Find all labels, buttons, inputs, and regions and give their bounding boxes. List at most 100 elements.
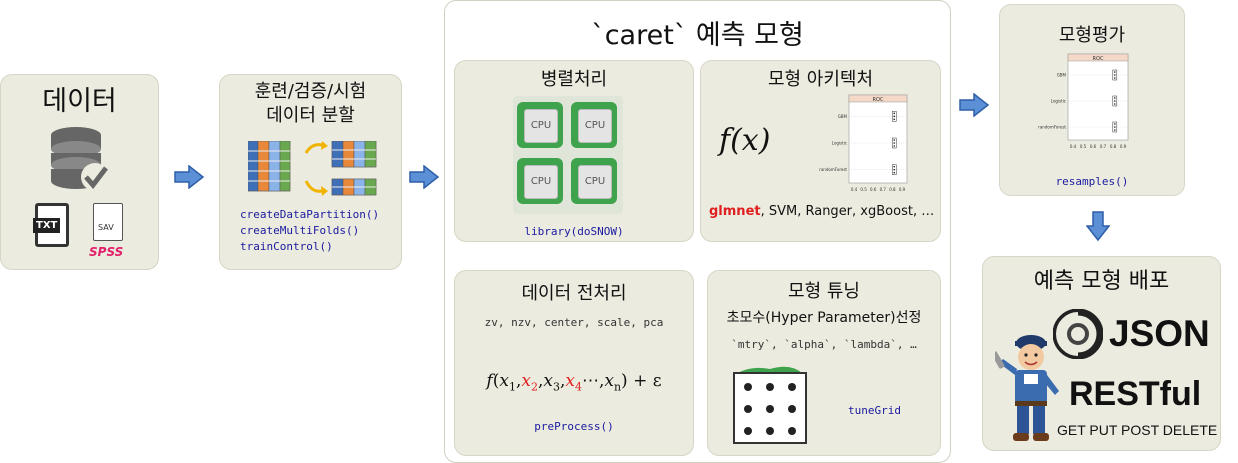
- cpu-chip-icon: CPU: [571, 158, 617, 204]
- mini-chart-point: [1114, 74, 1116, 76]
- preprocess-box: 데이터 전처리 zv, nzv, center, scale, pca f(x1…: [454, 270, 694, 456]
- formula-var: x: [499, 371, 509, 391]
- tuning-box: 모형 튜닝 초모수(Hyper Parameter)선정 `mtry`, `al…: [707, 270, 941, 456]
- txt-file-icon: TXT: [33, 203, 69, 247]
- cpu-grid: CPU CPU CPU CPU: [513, 96, 623, 214]
- split-box: 훈련/검증/시험 데이터 분할: [219, 74, 402, 270]
- data-box: 데이터 TXT SAV SPSS: [0, 74, 159, 270]
- mini-chart-box: [891, 164, 897, 175]
- mini-chart-point: [1114, 77, 1116, 79]
- split-function-2: createMultiFolds(): [240, 224, 360, 237]
- cpu-chip-icon: CPU: [571, 102, 617, 148]
- mini-chart-tick-label: 0.8: [889, 187, 896, 192]
- mini-chart-point: [1114, 129, 1116, 131]
- mini-chart-point: [893, 142, 896, 144]
- mini-chart-point: [1114, 103, 1116, 105]
- mini-chart-point: [893, 112, 896, 115]
- json-label: JSON: [1109, 313, 1210, 354]
- sav-file-icon: SAV: [93, 203, 123, 241]
- mini-chart-tick-label: 0.9: [1120, 144, 1127, 149]
- formula-var: x: [604, 371, 614, 391]
- mini-chart-box: [891, 111, 897, 122]
- preprocess-options: zv, nzv, center, scale, pca: [484, 316, 664, 329]
- formula-var: x: [543, 371, 553, 391]
- mini-chart-point: [893, 171, 896, 174]
- mini-chart-model-label: GBM: [838, 114, 848, 119]
- mini-chart-point: [1114, 97, 1116, 99]
- mini-chart-model-label: Logistic: [832, 141, 847, 146]
- mini-chart-point: [893, 115, 896, 118]
- mini-chart-title: ROC: [1093, 56, 1104, 62]
- spss-label: SPSS: [89, 245, 124, 259]
- formula-tail: + ε: [633, 371, 662, 391]
- arrow-icon: [959, 93, 990, 117]
- mini-chart-point: [893, 168, 896, 171]
- formula-var: x: [565, 371, 575, 391]
- mini-chart-tick-label: 0.7: [1100, 144, 1107, 149]
- tuning-subtitle: 초모수(Hyper Parameter)선정: [726, 310, 922, 326]
- mini-chart-tick-label: 0.5: [1080, 144, 1087, 149]
- mini-chart-point: [893, 139, 896, 141]
- deploy-title: 예측 모형 배포: [1033, 269, 1170, 294]
- restful-label: RESTful: [1069, 375, 1202, 413]
- tune-grid-icon: [733, 366, 807, 444]
- caret-title: `caret` 예측 모형: [591, 20, 804, 51]
- mini-chart-strip: [1067, 53, 1129, 62]
- mini-chart-point: [1114, 123, 1116, 125]
- evaluation-code: resamples(): [1055, 175, 1129, 188]
- cpu-label: CPU: [578, 109, 612, 143]
- txt-label: TXT: [33, 218, 61, 233]
- data-box-title: 데이터: [42, 86, 117, 117]
- preprocess-formula: f(x1,x2,x3,x4⋯,xn) + ε: [486, 371, 662, 394]
- formula-sub: 1: [508, 380, 516, 394]
- mini-chart-tick-label: 0.6: [870, 187, 877, 192]
- cpu-chip-icon: CPU: [517, 158, 563, 204]
- mini-chart-plot-area: [848, 94, 908, 184]
- formula-var: x: [521, 371, 531, 391]
- architecture-formula: f(x): [719, 123, 771, 158]
- mini-chart-model-label: Logistic: [1051, 99, 1066, 104]
- mini-chart-tick-label: 0.8: [1110, 144, 1117, 149]
- mini-chart-tick-label: 0.7: [880, 187, 887, 192]
- mini-chart-tick-label: 0.9: [899, 187, 906, 192]
- preprocess-code: preProcess(): [534, 420, 614, 433]
- mini-chart-box: [1112, 69, 1118, 81]
- arrow-down-icon: [1086, 211, 1110, 242]
- mini-chart-box: [1112, 95, 1118, 107]
- mini-chart-model-label: randomForest: [1038, 125, 1066, 130]
- tuning-code: tuneGrid: [848, 404, 901, 417]
- model-list: glmnet, SVM, Ranger, xgBoost, …: [709, 204, 934, 219]
- mini-chart-tick-label: 0.4: [1070, 144, 1077, 149]
- cpu-label: CPU: [524, 109, 558, 143]
- mini-chart-point: [1114, 126, 1116, 128]
- cpu-chip-icon: CPU: [517, 102, 563, 148]
- arrow-icon: [409, 165, 440, 189]
- cpu-label: CPU: [578, 165, 612, 199]
- mini-chart-point: [893, 145, 896, 147]
- evaluation-title: 모형평가: [1058, 25, 1126, 46]
- parallel-code: library(doSNOW): [524, 225, 624, 238]
- mechanic-mascot-icon: [995, 335, 1059, 441]
- formula-sub: 3: [552, 380, 560, 394]
- parallel-box: 병렬처리 CPU CPU CPU CPU library(doSNOW): [454, 60, 694, 242]
- deploy-box: 예측 모형 배포 JSON RESTful GET PUT POST DELET…: [982, 256, 1221, 451]
- split-box-title-line1: 훈련/검증/시험: [254, 81, 367, 102]
- database-icon: [51, 127, 109, 191]
- split-function-1: createDataPartition(): [240, 208, 380, 221]
- formula-sub: 2: [530, 380, 538, 394]
- mini-chart-box: [1112, 121, 1118, 133]
- model-rest: , SVM, Ranger, xgBoost, …: [760, 204, 935, 219]
- mini-chart-point: [1114, 100, 1116, 102]
- mini-chart-strip: [848, 94, 908, 103]
- mini-chart-model-label: GBM: [1057, 73, 1067, 78]
- mini-chart-model-label: randomForest: [819, 167, 847, 172]
- formula-sub: 4: [574, 380, 582, 394]
- mini-chart-plot-area: [1067, 53, 1129, 141]
- mini-chart-tick-label: 0.6: [1090, 144, 1097, 149]
- mini-chart-title: ROC: [873, 97, 884, 103]
- preprocess-title: 데이터 전처리: [521, 283, 627, 304]
- json-logo-icon: [1053, 309, 1103, 359]
